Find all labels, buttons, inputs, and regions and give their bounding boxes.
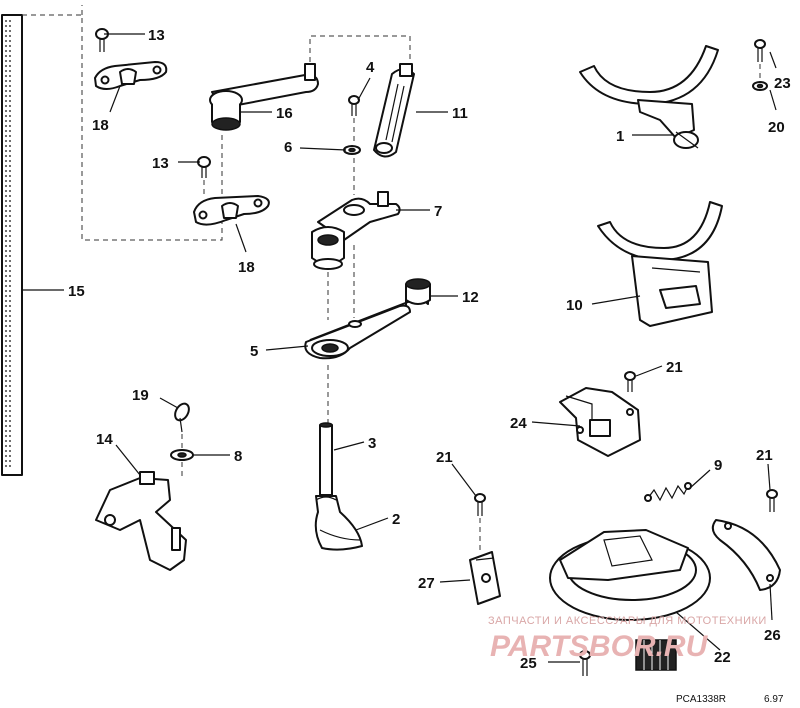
- part-3-shaft: [319, 422, 333, 496]
- part-13-screw-top: [95, 28, 109, 52]
- callout-19: 19: [132, 387, 149, 404]
- part-21-screw-upper: [624, 371, 636, 392]
- callout-21: 21: [436, 449, 453, 466]
- part-9-spring: [644, 482, 692, 502]
- part-5-arm: [304, 304, 411, 360]
- part-26-curved-bracket: [711, 519, 781, 591]
- drawing-date: 6.97: [764, 694, 784, 705]
- part-25-screw: [579, 650, 591, 676]
- part-24-block: [559, 387, 641, 457]
- callout-27: 27: [418, 575, 435, 592]
- part-8-washer: [170, 449, 194, 461]
- callout-1: 1: [616, 128, 624, 145]
- assembly-dashed-outline-left: [22, 14, 223, 241]
- callout-26: 26: [764, 627, 781, 644]
- callout-16: 16: [276, 105, 293, 122]
- callout-22: 22: [714, 649, 731, 666]
- part-13-screw-middle: [197, 156, 211, 195]
- callout-13: 13: [152, 155, 169, 172]
- callout-21: 21: [756, 447, 773, 464]
- part-18-bracket-middle: [193, 195, 270, 226]
- watermark-tagline: ЗАПЧАСТИ И АКСЕССУАРЫ ДЛЯ МОТОТЕХНИКИ: [488, 615, 767, 627]
- part-20-washer: [752, 81, 768, 91]
- callout-4: 4: [366, 59, 375, 76]
- footer: PCA1338R 6.97: [676, 694, 784, 705]
- callout-11: 11: [452, 105, 468, 122]
- part-4-screw: [348, 95, 360, 116]
- callout-24: 24: [510, 415, 527, 432]
- part-14-bracket: [95, 471, 187, 571]
- callout-20: 20: [768, 119, 785, 136]
- part-22-base-ring: [549, 529, 711, 671]
- watermark-logo: PARTSBOR.RU: [490, 630, 709, 663]
- part-12-bellcrank: [309, 278, 431, 341]
- part-2-foot: [314, 495, 363, 551]
- callout-3: 3: [368, 435, 376, 452]
- part-27-bracket: [469, 551, 501, 605]
- callout-10: 10: [566, 297, 583, 314]
- part-18-bracket-top: [94, 61, 168, 90]
- callout-5: 5: [250, 343, 258, 360]
- callout-6: 6: [284, 139, 292, 156]
- callout-21: 21: [666, 359, 683, 376]
- callout-2: 2: [392, 511, 400, 528]
- part-21-screw-right: [766, 489, 778, 512]
- part-15-rod: [1, 14, 23, 476]
- part-19-clip: [174, 402, 190, 433]
- part-7-lever: [311, 191, 401, 270]
- part-23-screw: [754, 39, 766, 62]
- part-6-washer: [343, 145, 361, 155]
- callout-14: 14: [96, 431, 113, 448]
- callout-18: 18: [92, 117, 109, 134]
- callout-9: 9: [714, 457, 722, 474]
- part-11-link: [373, 63, 415, 158]
- callout-23: 23: [774, 75, 791, 92]
- part-1-retainer: [579, 45, 719, 149]
- part-16-crank: [209, 63, 319, 131]
- callout-labels: 13 18 16 13 18 15 4 6 11 7 12 5 3 2 19 8…: [68, 27, 791, 672]
- callout-13: 13: [148, 27, 165, 44]
- watermark: ЗАПЧАСТИ И АКСЕССУАРЫ ДЛЯ МОТОТЕХНИКИ PA…: [488, 615, 767, 663]
- part-10-retainer: [597, 201, 723, 327]
- callout-25: 25: [520, 655, 537, 672]
- drawing-code: PCA1338R: [676, 694, 726, 705]
- callout-12: 12: [462, 289, 479, 306]
- callout-8: 8: [234, 448, 242, 465]
- leader-lines: [22, 33, 777, 663]
- part-21-screw-left: [474, 493, 486, 516]
- callout-7: 7: [434, 203, 442, 220]
- callout-15: 15: [68, 283, 85, 300]
- callout-18: 18: [238, 259, 255, 276]
